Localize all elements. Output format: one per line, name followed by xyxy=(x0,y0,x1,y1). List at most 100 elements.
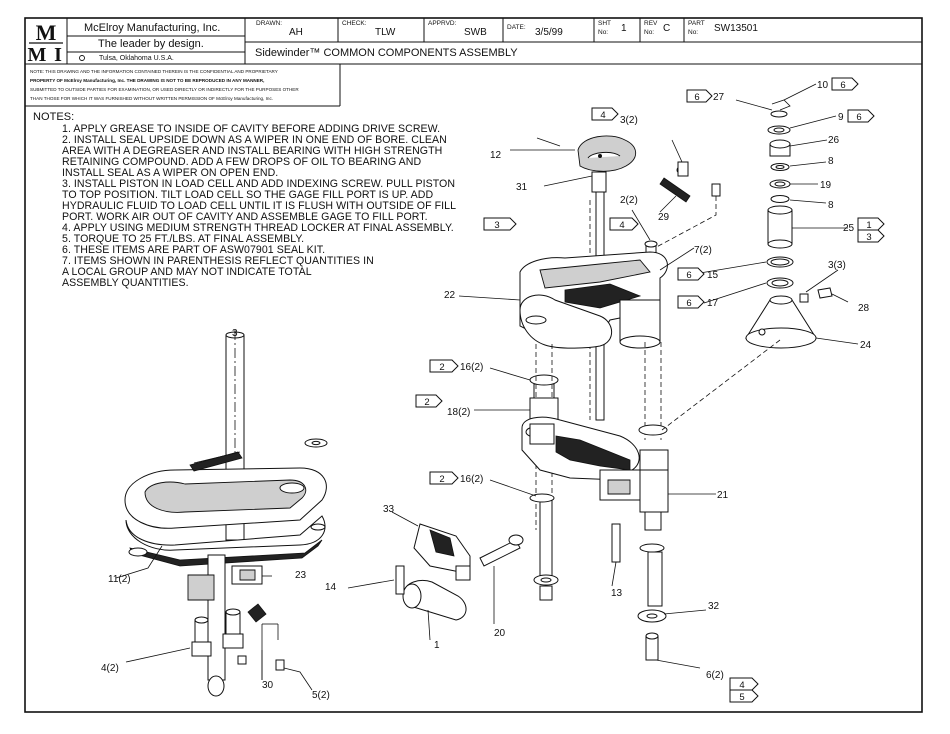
balloon-14: 14 xyxy=(325,582,337,593)
part-number-value: SW13501 xyxy=(714,23,758,34)
balloon-10: 10 xyxy=(817,80,829,91)
flag-4-6: 4 xyxy=(729,677,759,691)
balloon-8-b: 8 xyxy=(828,200,834,211)
sht-no-label: No: xyxy=(598,29,609,36)
balloon-25: 25 xyxy=(843,223,855,234)
sheet-border xyxy=(24,17,923,713)
balloon-27: 27 xyxy=(713,92,725,103)
svg-text:4: 4 xyxy=(600,110,605,121)
balloon-21: 21 xyxy=(717,490,729,501)
note-line-6: 3. INSTALL PISTON IN LOAD CELL AND ADD I… xyxy=(62,178,456,190)
balloon-22: 22 xyxy=(444,290,456,301)
note-line-8: HYDRAULIC FLUID TO LOAD CELL UNTIL IT IS… xyxy=(62,200,457,212)
logo-letter-bottom-right: I xyxy=(54,44,62,66)
svg-text:1: 1 xyxy=(866,220,871,231)
flag-2-18: 2 xyxy=(415,394,443,408)
logo-letter-bottom-left: M xyxy=(28,44,47,66)
balloon-15: 15 xyxy=(707,270,719,281)
confidential-line-4: THAN THOSE FOR WHICH IT WAS FURNISHED WI… xyxy=(30,96,274,101)
apprvd-value: SWB xyxy=(464,27,487,38)
confidential-line-1: NOTE: THIS DRAWING AND THE INFORMATION C… xyxy=(30,69,278,74)
apprvd-label: APPRVD: xyxy=(428,20,457,27)
drawn-label: DRAWN: xyxy=(256,20,283,27)
sht-value: 1 xyxy=(621,23,627,34)
part-no-label: No: xyxy=(688,29,699,36)
logo-letter-top: M xyxy=(36,20,57,45)
flag-3-25: 3 xyxy=(857,229,885,243)
note-line-10: 4. APPLY USING MEDIUM STRENGTH THREAD LO… xyxy=(62,222,454,234)
balloon-8-a: 8 xyxy=(828,156,834,167)
note-line-1: 1. APPLY GREASE TO INSIDE OF CAVITY BEFO… xyxy=(62,123,441,135)
balloon-labels: 1 3 4(2) 5(2) 6(2) 7(2) 8 8 9 10 11(2) 1… xyxy=(101,80,872,701)
svg-text:4: 4 xyxy=(619,220,624,231)
balloon-13: 13 xyxy=(611,588,623,599)
company-slogan: The leader by design. xyxy=(98,38,204,50)
date-value: 3/5/99 xyxy=(535,27,563,38)
balloon-17: 17 xyxy=(707,298,719,309)
svg-text:6: 6 xyxy=(686,270,691,281)
note-line-13: 7. ITEMS SHOWN IN PARENTHESIS REFLECT QU… xyxy=(62,255,374,267)
location-pin-icon xyxy=(79,55,85,61)
load-cell-stack xyxy=(661,99,833,431)
note-line-3: AREA WITH A DEGREASER AND INSTALL BEARIN… xyxy=(62,145,443,157)
title-block-grid xyxy=(25,18,922,107)
drawing-title: Sidewinder™ COMMON COMPONENTS ASSEMBLY xyxy=(255,47,518,59)
note-line-2: 2. INSTALL SEAL UPSIDE DOWN AS A WIPER I… xyxy=(62,134,447,146)
svg-text:5: 5 xyxy=(739,692,744,703)
balloon-6-2: 6(2) xyxy=(706,670,724,681)
company-name: McElroy Manufacturing, Inc. xyxy=(84,22,221,34)
flag-4-3: 4 xyxy=(591,107,619,121)
balloon-4-2: 4(2) xyxy=(101,663,119,674)
balloon-19: 19 xyxy=(820,180,832,191)
sht-label: SHT xyxy=(598,20,611,27)
balloon-2-2: 2(2) xyxy=(620,195,638,206)
svg-text:6: 6 xyxy=(840,80,845,91)
svg-text:2: 2 xyxy=(424,397,429,408)
flag-6-10: 6 xyxy=(831,77,859,91)
balloon-30: 30 xyxy=(262,680,274,691)
flag-5-6: 5 xyxy=(729,689,759,703)
balloon-18-2: 18(2) xyxy=(447,407,470,418)
check-value: TLW xyxy=(375,27,396,38)
note-line-4: RETAINING COMPOUND. ADD A FEW DROPS OF O… xyxy=(62,156,422,168)
svg-text:4: 4 xyxy=(739,680,744,691)
check-label: CHECK: xyxy=(342,20,367,27)
rev-no-label: No: xyxy=(644,29,655,36)
balloon-26: 26 xyxy=(828,135,840,146)
confidential-line-2: PROPERTY OF McElroy Manufacturing, Inc. … xyxy=(30,78,265,83)
flag-6-15: 6 xyxy=(677,267,705,281)
company-logo: M M I xyxy=(28,20,63,66)
balloon-9: 9 xyxy=(838,112,844,123)
note-line-7: TO TOP POSITION. TILT LOAD CELL SO THE G… xyxy=(62,189,434,201)
balloon-7-2: 7(2) xyxy=(694,245,712,256)
balloon-24: 24 xyxy=(860,340,872,351)
svg-text:6: 6 xyxy=(856,112,861,123)
balloon-28: 28 xyxy=(858,303,870,314)
flag-6-9: 6 xyxy=(847,109,875,123)
left-subassembly xyxy=(124,330,328,697)
balloon-23: 23 xyxy=(295,570,307,581)
flag-6-17: 6 xyxy=(677,295,705,309)
leader-lines xyxy=(115,83,859,691)
note-line-14: A LOCAL GROUP AND MAY NOT INDICATE TOTAL xyxy=(62,266,312,278)
note-line-5: INSTALL SEAL AS A WIPER ON OPEN END. xyxy=(62,167,279,179)
flag-tags: 6 6 6 4 3 4 6 6 1 3 2 2 2 4 5 xyxy=(415,77,885,703)
balloon-16-2-b: 16(2) xyxy=(460,474,483,485)
notes-heading: NOTES: xyxy=(33,111,75,123)
part-label: PART xyxy=(688,20,705,27)
svg-text:6: 6 xyxy=(686,298,691,309)
flag-3-main: 3 xyxy=(483,217,517,231)
balloon-1: 1 xyxy=(434,640,440,651)
balloon-3-2: 3(2) xyxy=(620,115,638,126)
balloon-33: 33 xyxy=(383,504,395,515)
svg-text:3: 3 xyxy=(866,232,871,243)
balloon-11-2: 11(2) xyxy=(108,574,131,585)
rev-value: C xyxy=(663,23,671,34)
flag-2-16a: 2 xyxy=(429,359,459,373)
flag-6-27: 6 xyxy=(686,89,713,103)
svg-text:2: 2 xyxy=(439,474,444,485)
svg-text:6: 6 xyxy=(694,92,699,103)
note-line-11: 5. TORQUE TO 25 FT./LBS. AT FINAL ASSEMB… xyxy=(62,233,305,245)
